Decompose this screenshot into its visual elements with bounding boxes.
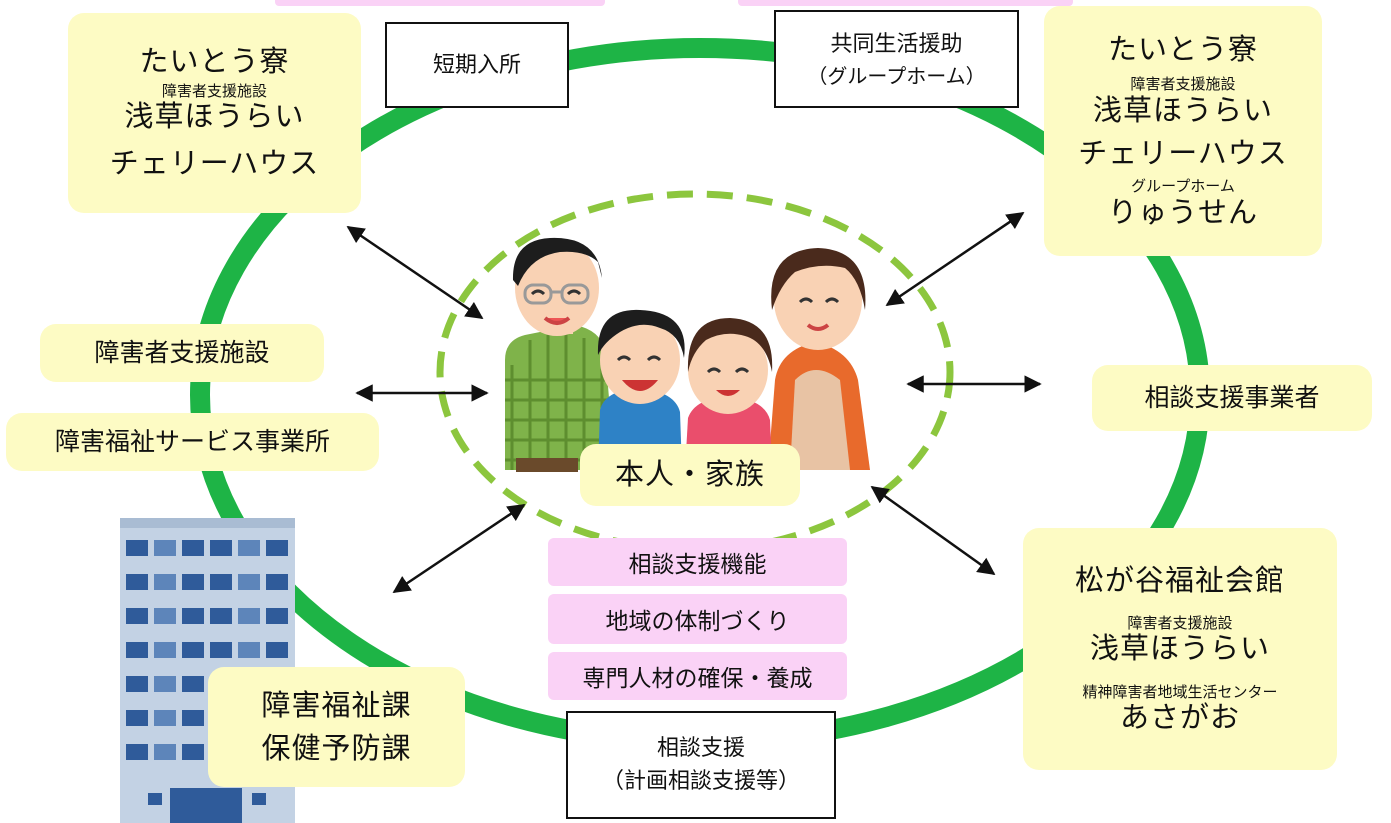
building-window	[182, 642, 204, 658]
building-window	[210, 642, 232, 658]
left-service-office-box: 障害福祉サービス事業所	[6, 413, 379, 471]
arrow-top-right	[885, 211, 1025, 307]
building-window	[266, 608, 288, 624]
building-window	[126, 540, 148, 556]
building-window	[238, 574, 260, 590]
building-window	[238, 642, 260, 658]
building-window	[154, 744, 176, 760]
consult-support-label: 相談支援	[656, 736, 745, 761]
building-window	[154, 676, 176, 692]
building-window	[182, 710, 204, 726]
arrow-top-left	[346, 225, 484, 320]
function-item: 専門人材の確保・養成	[548, 652, 847, 700]
building-window	[210, 574, 232, 590]
mother-figure	[768, 248, 870, 470]
building-window	[126, 574, 148, 590]
facility-line: 浅草ほうらい	[1089, 631, 1270, 666]
center-label: 本人・家族	[614, 457, 765, 492]
left-service-office-label: 障害福祉サービス事業所	[54, 426, 330, 456]
father-figure	[505, 237, 615, 472]
building-window	[126, 642, 148, 658]
group-home-box: 共同生活援助 （グループホーム）	[774, 10, 1019, 108]
building-window	[126, 710, 148, 726]
building-window	[238, 540, 260, 556]
building-window	[238, 608, 260, 624]
building-window	[266, 540, 288, 556]
right-consult-box: 相談支援事業者	[1092, 365, 1372, 431]
facility-line: 浅草ほうらい	[124, 98, 305, 133]
building-window	[126, 744, 148, 760]
building-window	[154, 710, 176, 726]
top-edge-pink-shape-right	[738, 0, 1073, 6]
facility-name: たいとう寮	[139, 44, 290, 79]
bottom-right-facility-box: 松が谷福祉会館 障害者支援施設 浅草ほうらい 精神障害者地域生活センター あさが…	[1023, 528, 1337, 770]
right-consult-label: 相談支援事業者	[1144, 382, 1320, 412]
function-item: 相談支援機能	[548, 538, 847, 586]
building-window	[182, 540, 204, 556]
center-label-box: 本人・家族	[580, 444, 800, 506]
building-window	[154, 642, 176, 658]
facility-line: チェリーハウス	[109, 146, 320, 181]
facility-name: たいとう寮	[1107, 32, 1258, 67]
facility-category: 障害者支援施設	[161, 81, 267, 100]
building-window	[154, 608, 176, 624]
building-window	[154, 574, 176, 590]
arrow-bottom-right	[870, 485, 996, 576]
building-window	[266, 642, 288, 658]
facility-name: 松が谷福祉会館	[1074, 562, 1285, 597]
ward-office-dept: 障害福祉課	[261, 687, 412, 722]
ward-office-dept: 保健予防課	[261, 731, 412, 765]
ward-office-box: 障害福祉課 保健予防課	[208, 667, 465, 787]
building-window	[182, 574, 204, 590]
consult-support-sub: （計画相談支援等）	[601, 769, 800, 794]
building-window	[266, 574, 288, 590]
group-home-sub: （グループホーム）	[807, 63, 986, 88]
facility-category: 精神障害者地域生活センター	[1082, 682, 1278, 701]
facility-line: あさがお	[1119, 699, 1240, 734]
building-window	[210, 608, 232, 624]
function-item: 地域の体制づくり	[548, 594, 847, 644]
building-window	[126, 608, 148, 624]
facility-line: チェリーハウス	[1078, 136, 1288, 170]
left-support-facility-label: 障害者支援施設	[94, 337, 270, 367]
left-support-facility-box: 障害者支援施設	[40, 324, 324, 382]
building-window	[210, 540, 232, 556]
building-window	[154, 540, 176, 556]
building-window	[182, 744, 204, 760]
group-home-label: 共同生活援助	[830, 31, 963, 57]
building-window	[126, 676, 148, 692]
short-stay-box: 短期入所	[385, 22, 569, 108]
short-stay-label: 短期入所	[432, 52, 521, 78]
arrow-bottom-left	[392, 503, 526, 594]
building-window	[182, 676, 204, 692]
top-right-facility-box: たいとう寮 障害者支援施設 浅草ほうらい チェリーハウス グループホーム りゅう…	[1044, 6, 1322, 256]
family-illustration	[505, 237, 870, 472]
top-edge-pink-shape-left	[275, 0, 605, 6]
consult-support-box: 相談支援 （計画相談支援等）	[566, 711, 836, 819]
facility-line: 浅草ほうらい	[1092, 92, 1273, 127]
connection-arrows	[346, 211, 1042, 594]
facility-category: グループホーム	[1131, 177, 1235, 196]
facility-category: 障害者支援施設	[1130, 75, 1236, 94]
facility-line: りゅうせん	[1107, 194, 1258, 229]
top-left-facility-box: たいとう寮 障害者支援施設 浅草ほうらい チェリーハウス	[68, 13, 361, 213]
facility-category: 障害者支援施設	[1127, 614, 1233, 633]
building-window	[182, 608, 204, 624]
